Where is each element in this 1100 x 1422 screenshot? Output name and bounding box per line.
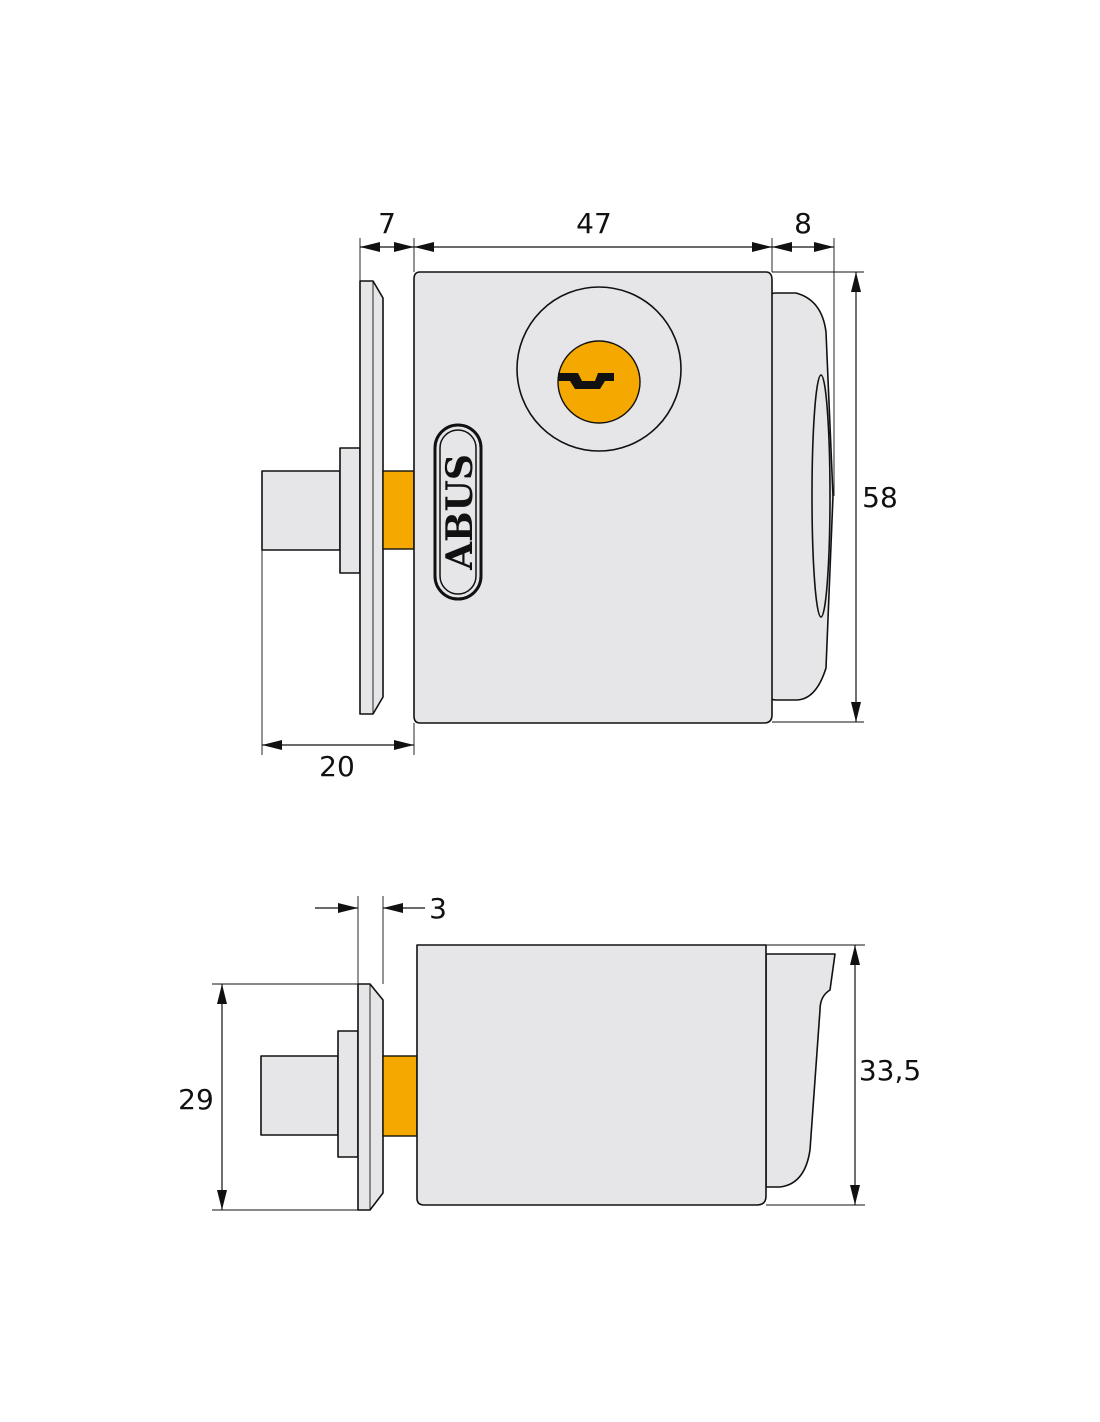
lock-body bbox=[416, 944, 767, 1206]
dim-spindle-length: 20 bbox=[319, 750, 355, 783]
logo-text: ABUS bbox=[439, 454, 481, 571]
dim-rosette-thickness: 7 bbox=[378, 207, 396, 240]
dim-plate-height: 29 bbox=[178, 1083, 214, 1116]
dim-body-depth: 33,5 bbox=[859, 1054, 921, 1087]
rosette-plate bbox=[359, 280, 384, 715]
rosette-plate bbox=[357, 983, 384, 1211]
dim-body-height: 58 bbox=[862, 481, 898, 514]
dim-plate-thickness: 3 bbox=[429, 892, 447, 925]
dim-knob-depth: 8 bbox=[794, 207, 812, 240]
abus-logo: ABUS bbox=[433, 423, 483, 601]
spindle bbox=[260, 1055, 339, 1136]
lock-knob bbox=[765, 953, 836, 1188]
knob-grip bbox=[811, 374, 831, 618]
side-view: 3 29 33,5 bbox=[178, 892, 921, 1211]
dim-body-width: 47 bbox=[576, 207, 612, 240]
lock-body bbox=[413, 271, 773, 724]
keyway-icon bbox=[558, 373, 614, 389]
front-view: ABUS 7 47 8 58 20 bbox=[261, 207, 898, 783]
brass-bolt bbox=[382, 470, 415, 550]
spindle bbox=[261, 470, 341, 551]
spindle-collar bbox=[339, 447, 361, 574]
spindle-collar bbox=[337, 1030, 359, 1158]
brass-bolt bbox=[382, 1055, 418, 1137]
